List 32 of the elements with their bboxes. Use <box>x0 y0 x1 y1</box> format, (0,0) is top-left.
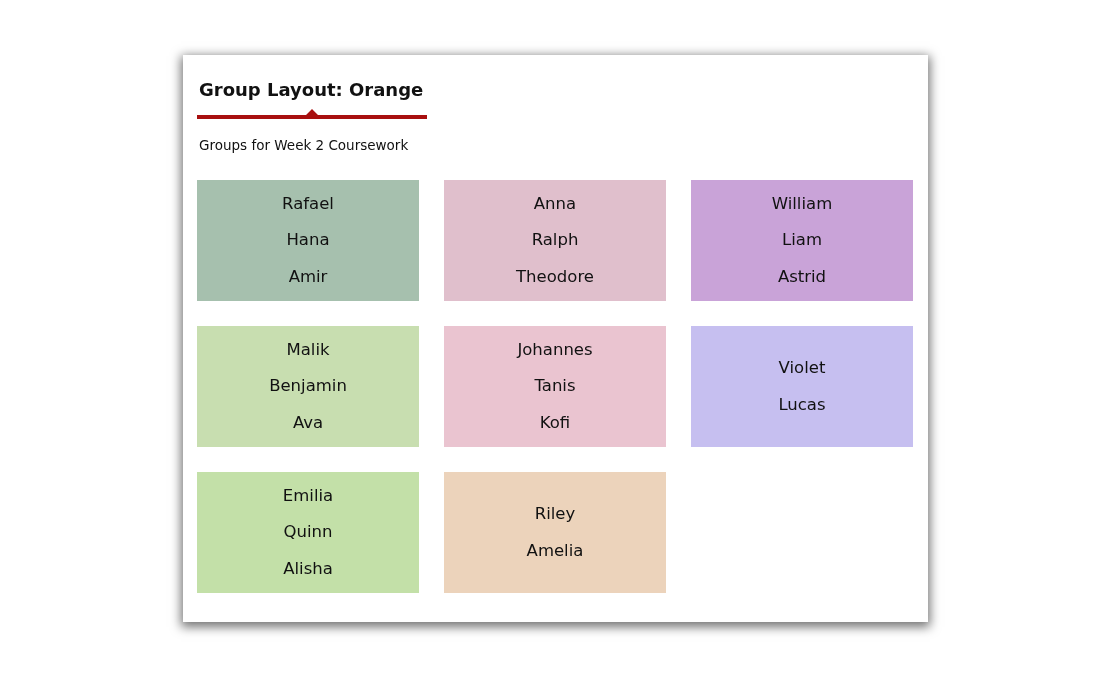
member-name: Ava <box>292 411 324 434</box>
member-name: Astrid <box>777 265 827 288</box>
member-name: Liam <box>782 229 822 252</box>
member-name: Hana <box>286 229 330 252</box>
member-name: Alisha <box>283 557 333 580</box>
group-box <box>444 326 666 447</box>
member-name: Tanis <box>534 375 576 398</box>
page-title: Group Layout: Orange <box>199 78 424 102</box>
subtitle-text: Groups for Week 2 Coursework <box>199 136 409 154</box>
group-box <box>444 180 666 301</box>
member-name: William <box>771 192 833 215</box>
member-name: Riley <box>534 503 576 525</box>
member-name: Amir <box>288 265 328 288</box>
group-box <box>197 472 419 593</box>
member-name: Malik <box>286 338 330 361</box>
group-box <box>197 326 419 447</box>
group-box <box>691 180 913 301</box>
group-box <box>444 472 666 593</box>
member-name: Anna <box>533 192 577 215</box>
group-box <box>691 326 913 447</box>
member-name: Benjamin <box>269 375 347 398</box>
member-name: Amelia <box>526 539 584 562</box>
member-name: Emilia <box>282 484 334 507</box>
member-name: Lucas <box>778 393 826 416</box>
member-name: Johannes <box>517 338 593 361</box>
member-name: Ralph <box>531 229 579 252</box>
member-name: Kofi <box>539 411 571 434</box>
member-name: Theodore <box>516 265 594 288</box>
group-box <box>197 180 419 301</box>
member-name: Quinn <box>283 521 333 544</box>
member-name: Rafael <box>282 192 334 215</box>
member-name: Violet <box>778 357 826 379</box>
